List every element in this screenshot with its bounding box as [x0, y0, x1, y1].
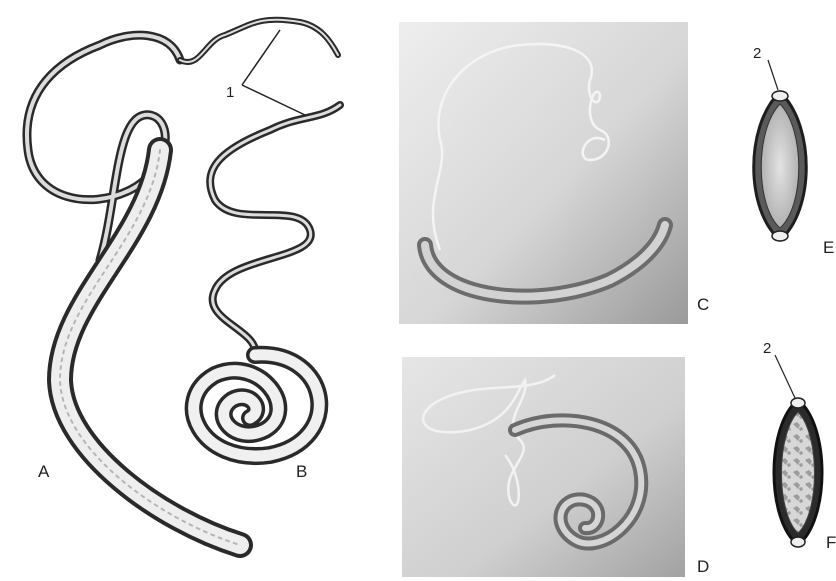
egg-f-plug-top [791, 398, 805, 408]
egg-e-plug-top [772, 91, 788, 101]
worm-a-drawing [27, 20, 338, 545]
photo-c [399, 22, 688, 324]
pointer-1-label: 1 [226, 84, 234, 101]
egg-e [754, 60, 807, 241]
pointer-2-bottom-label: 2 [763, 340, 771, 357]
pointer-2-top-label: 2 [753, 45, 761, 62]
egg-f [774, 355, 822, 547]
label-e: E [823, 238, 834, 257]
label-b: B [296, 462, 307, 481]
label-f: F [826, 533, 836, 552]
label-d: D [697, 557, 709, 576]
label-a: A [38, 462, 50, 481]
worm-b-drawing [194, 105, 340, 456]
pointer-1: 1 [226, 30, 305, 115]
egg-f-plug-bottom [791, 537, 805, 547]
egg-e-plug-bottom [772, 231, 788, 241]
photo-d [402, 357, 685, 577]
label-c: C [697, 295, 709, 314]
